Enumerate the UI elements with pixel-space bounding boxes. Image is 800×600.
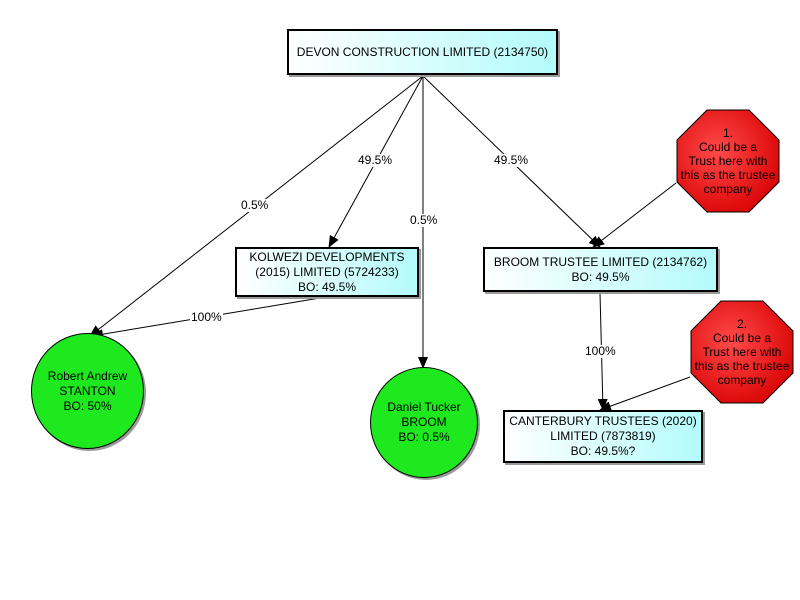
note-1-line-2: Could be a [698, 140, 758, 154]
edge-label-devon-robert: 0.5% [240, 198, 270, 212]
node-canterbury-trustees: CANTERBURY TRUSTEES (2020) LIMITED (7873… [503, 410, 703, 463]
node-daniel-line-1: Daniel Tucker [387, 400, 461, 414]
note-1-line-3: Trust here with [688, 154, 768, 168]
node-robert-line-2: STANTON [59, 383, 116, 398]
node-person-robert-stanton: Robert Andrew STANTON BO: 50% [31, 333, 144, 449]
note-2-text: 2. Could be a Trust here with this as th… [691, 317, 793, 387]
node-canterbury-line-2: LIMITED (7873819) [550, 429, 656, 443]
node-broom-trustee-line-1: BROOM TRUSTEE LIMITED (2134762) [493, 254, 708, 269]
note-2-line-5: company [717, 373, 767, 387]
edge-note2-canterbury [599, 376, 691, 411]
edge-note1-broom [592, 182, 677, 248]
note-2-line-1: 2. [736, 317, 747, 331]
node-kolwezi-line-1: KOLWEZI DEVELOPMENTS [249, 249, 405, 264]
node-person-daniel-broom: Daniel Tucker BROOM BO: 0.5% [370, 367, 478, 478]
node-broom-trustee-line-2: BO: 49.5% [571, 269, 630, 284]
note-1-line-1: 1. [722, 126, 733, 140]
edge-label-devon-broom: 49.5% [493, 153, 530, 167]
node-kolwezi-line-2: (2015) LIMITED (5724233) [255, 264, 399, 279]
node-broom-trustee: BROOM TRUSTEE LIMITED (2134762) BO: 49.5… [483, 247, 718, 292]
note-1-line-4: this as the trustee [680, 168, 776, 182]
node-robert-line-1: Robert Andrew [47, 368, 128, 383]
node-kolwezi-developments: KOLWEZI DEVELOPMENTS (2015) LIMITED (572… [235, 247, 419, 297]
note-octagon-1 [676, 109, 780, 213]
note-2-line-3: Trust here with [702, 345, 782, 359]
node-robert-line-3: BO: 50% [63, 398, 112, 413]
node-kolwezi-line-3: BO: 49.5% [297, 279, 357, 294]
node-devon-line-1: DEVON CONSTRUCTION LIMITED (2134750) [296, 44, 549, 59]
node-daniel-line-2: BROOM [401, 415, 447, 429]
edge-label-devon-kolwezi: 49.5% [357, 153, 394, 167]
node-canterbury-line-1: CANTERBURY TRUSTEES (2020) [509, 414, 697, 428]
note-octagon-2 [690, 300, 794, 404]
edge-label-devon-daniel: 0.5% [409, 213, 439, 227]
edge-label-kolwezi-robert: 100% [190, 310, 223, 324]
note-2-line-4: this as the trustee [694, 359, 790, 373]
note-1-text: 1. Could be a Trust here with this as th… [677, 126, 779, 196]
edge-label-broom-canterbury: 100% [584, 344, 617, 358]
node-devon-construction: DEVON CONSTRUCTION LIMITED (2134750) [287, 29, 558, 75]
note-2-line-2: Could be a [712, 331, 772, 345]
note-1-line-5: company [703, 182, 753, 196]
node-daniel-line-3: BO: 0.5% [398, 430, 450, 444]
node-canterbury-line-3: BO: 49.5%? [570, 444, 636, 458]
